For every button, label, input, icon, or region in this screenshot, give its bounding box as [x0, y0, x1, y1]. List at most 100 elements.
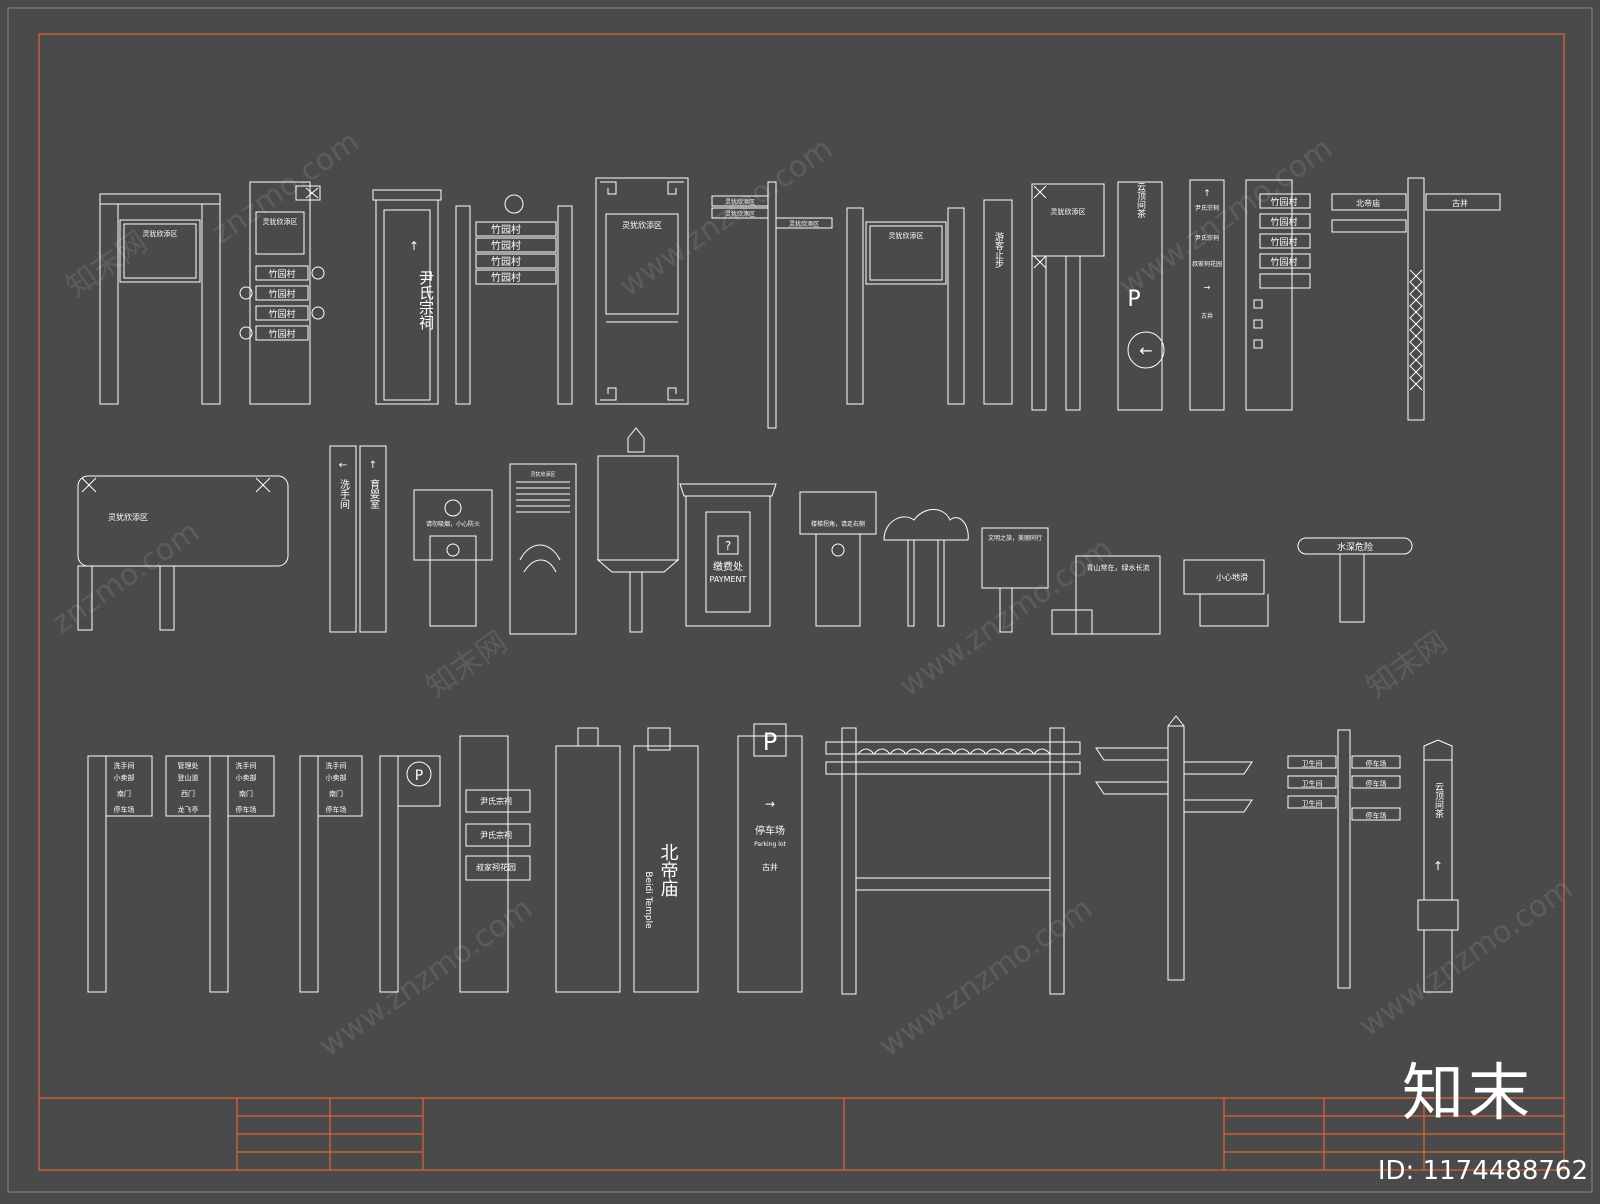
twin-arrow-left: ←	[339, 460, 347, 471]
sign-notice-board-2: 灵犹欣添区	[846, 207, 965, 405]
payment-cn-label: 缴费处	[713, 560, 743, 573]
pole-board-2: 灵犹欣添区	[725, 210, 755, 218]
pole-board-3: 灵犹欣添区	[789, 220, 819, 228]
stack-village-3: 竹园村	[491, 255, 521, 268]
yunding-label: 云顶间茶	[1135, 182, 1146, 218]
yunding-column-label: 云顶间茶	[1433, 782, 1444, 818]
protect-slogan-text: 文明之旅，美丽同行	[988, 534, 1042, 542]
parking-tall-p: P	[763, 728, 777, 756]
sign-stairs-board: 楼梯拐角，请走右侧	[799, 491, 877, 627]
fac-west-gate: 西门	[181, 789, 195, 798]
no-smoking-text: 请勿吸烟，小心防火	[426, 520, 480, 528]
sign-multi-arm-pole: 卫生间 停车场 卫生间 停车场 卫生间 停车场	[1287, 729, 1401, 989]
sign-long-bar: 灵犹欣添区	[77, 475, 289, 631]
list-arrow-2: →	[1204, 283, 1211, 292]
fac-toilet-2: 洗手间	[236, 761, 257, 770]
board2-title: 灵犹欣添区	[889, 231, 924, 240]
arm-parking-2: 停车场	[1366, 779, 1387, 788]
village-label-4: 竹园村	[268, 328, 295, 340]
yunding-column-arrow: ↑	[1433, 859, 1443, 873]
mountain-slogan-text: 青山常在，绿水长流	[1087, 563, 1150, 572]
fac-south-gate-2: 南门	[239, 789, 253, 798]
arrow-up-glyph: ↑	[409, 239, 419, 253]
north-temple-en: Beidi Temple	[643, 871, 653, 929]
parking-tall-arrow: →	[765, 797, 775, 811]
stack-village-4: 竹园村	[491, 271, 521, 284]
sign-twin-columns: ← ↑ 洗手间 育婴室	[329, 445, 387, 633]
payment-question-icon: ?	[725, 539, 731, 553]
fac-toilet: 洗手间	[114, 761, 135, 770]
sign-pergola-gate	[825, 727, 1081, 995]
drawing-frame	[38, 33, 1565, 1171]
image-id-label: ID: 1174488762	[1377, 1156, 1588, 1186]
sign-village-arrow-boards: 竹园村 竹园村 竹园村 竹园村	[1245, 179, 1311, 411]
sign-ornate-frame: 灵犹欣添区	[595, 177, 689, 405]
sign-cloud-post	[883, 509, 969, 627]
fac-climb: 登山道	[178, 773, 199, 782]
single-toilet: 洗手间	[326, 761, 347, 770]
arm-toilet-2: 卫生间	[1302, 779, 1323, 788]
single-parking: 停车场	[326, 805, 347, 814]
sign-protect-slogan: 文明之旅，美丽同行	[981, 527, 1049, 633]
sign-caution-block: 小心地滑	[1183, 559, 1269, 627]
sign-parking-circle: P	[379, 755, 441, 993]
arrow-board-village-1: 竹园村	[1270, 196, 1297, 208]
sign-facilities-panels: 洗手间 小卖部 南门 停车场 管理处 登山道 西门 龙飞亭 洗手间 小卖部 南门…	[87, 755, 275, 993]
panel-title: 灵犹欣添区	[263, 217, 298, 226]
parking-circle-p: P	[415, 768, 423, 784]
sign-notice-board-1: 灵犹欣添区	[99, 193, 221, 405]
sign-pole-arrows: 灵犹欣添区 灵犹欣添区 灵犹欣添区	[711, 181, 833, 429]
x-board-title: 灵犹欣添区	[1051, 207, 1086, 216]
sign-water-danger: 水深危险	[1297, 537, 1413, 623]
sign-parking-tall: P → 停车场 Parking lot 古井	[737, 723, 803, 993]
sign-cloud-arrow-stele: 尹氏宗祠 尹氏宗祠 叔家祠花园	[459, 735, 531, 993]
list-arrow-1: ↑	[1203, 189, 1211, 199]
sign-pine-panel: 灵犹欣添区	[509, 463, 577, 635]
stele-ancestral-2: 尹氏宗祠	[480, 830, 512, 840]
sign-stacked-village-boards: 竹园村 竹园村 竹园村 竹园村	[455, 194, 573, 405]
twin-label-right: 育婴室	[368, 478, 380, 509]
fac-parking: 停车场	[114, 805, 135, 814]
stack-village-2: 竹园村	[491, 239, 521, 252]
lattice-arm-1: 北帝庙	[1356, 198, 1380, 208]
list-item-1: 尹氏宗祠	[1195, 204, 1219, 212]
arm-parking-1: 停车场	[1366, 759, 1387, 768]
fac-shop-2: 小卖部	[236, 773, 257, 782]
sign-yunding-column: 云顶间茶 ↑	[1417, 739, 1459, 993]
stairs-text: 楼梯拐角，请走右侧	[811, 520, 865, 528]
arrow-left-circle: ←	[1139, 341, 1152, 360]
water-danger-text: 水深危险	[1337, 541, 1373, 553]
pole-board-1: 灵犹欣添区	[725, 198, 755, 206]
list-item-4: 古井	[1201, 312, 1213, 320]
sign-narrow-column: 游客止步	[983, 199, 1013, 405]
list-item-2: 尹氏宗祠	[1195, 234, 1219, 242]
arm-parking-3: 停车场	[1366, 811, 1387, 820]
parking-tall-en: Parking lot	[754, 841, 786, 848]
stele-ancestral: 尹氏宗祠	[480, 796, 512, 806]
payment-en-label: PAYMENT	[710, 575, 747, 584]
stack-village-1: 竹园村	[491, 223, 521, 236]
sign-inscription-steles: 北帝庙 Beidi Temple	[555, 727, 699, 993]
sign-mountain-slogan: 青山常在，绿水长流	[1051, 555, 1161, 635]
pine-panel-title: 灵犹欣添区	[530, 471, 555, 478]
stele-garden: 叔家祠花园	[476, 862, 516, 872]
sign-direction-list: ↑ 尹氏宗祠 尹氏宗祠 叔家祠花园 → 古井	[1189, 179, 1225, 411]
sign-facility-panel-single: 洗手间 小卖部 南门 停车场	[299, 755, 363, 993]
fac-flying-eave: 龙飞亭	[178, 805, 199, 814]
single-shop: 小卖部	[326, 773, 347, 782]
fac-shop: 小卖部	[114, 773, 135, 782]
znzmo-logo: 知末	[1401, 1056, 1534, 1129]
outer-border	[7, 7, 1593, 1193]
parking-tall-label: 停车场	[755, 824, 785, 837]
title-block	[39, 1097, 1564, 1170]
sign-ancestral-hall-column: ↑ 尹氏宗祠	[372, 189, 442, 405]
long-bar-title: 灵犹欣添区	[108, 512, 148, 522]
arm-toilet-1: 卫生间	[1302, 759, 1323, 768]
board-title: 灵犹欣添区	[143, 229, 178, 238]
arrow-board-village-2: 竹园村	[1270, 216, 1297, 228]
sign-lantern-pole	[596, 427, 680, 633]
sign-payment-booth: ? 缴费处 PAYMENT	[679, 483, 777, 627]
sign-yunding-parking: 云顶间茶 P ←	[1117, 181, 1165, 411]
